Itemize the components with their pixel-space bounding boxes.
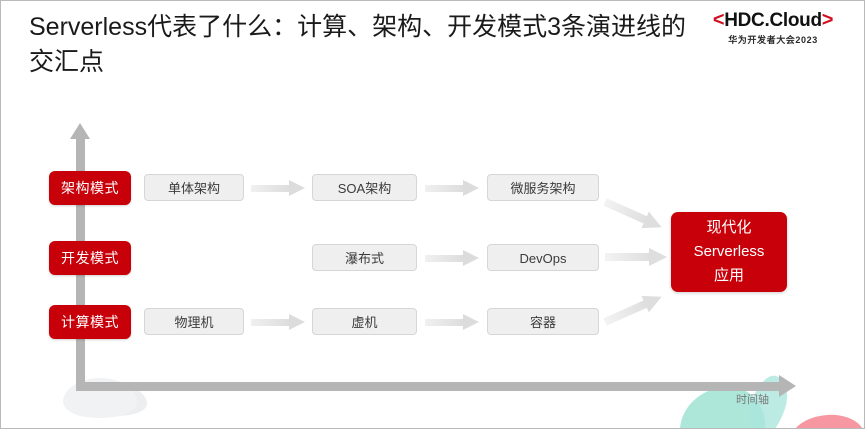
page-title: Serverless代表了什么：计算、架构、开发模式3条演进线的交汇点 bbox=[29, 13, 686, 76]
arrow-shaft bbox=[251, 185, 291, 192]
horizontal-axis-line bbox=[76, 382, 781, 391]
converging-arrow-from-computing bbox=[601, 288, 666, 331]
row-label-computing: 计算模式 bbox=[49, 305, 131, 339]
logo-wordmark: <HDC.Cloud> bbox=[698, 9, 848, 32]
stage-box-microservices[interactable]: 微服务架构 bbox=[487, 174, 599, 201]
arrow-head-icon bbox=[463, 250, 479, 266]
vertical-axis-arrowhead-icon bbox=[70, 123, 90, 139]
flow-arrow-arch-1 bbox=[251, 180, 307, 196]
flow-arrow-compute-2 bbox=[425, 314, 481, 330]
logo-subtitle: 华为开发者大会2023 bbox=[728, 35, 818, 45]
arrow-shaft bbox=[603, 198, 649, 225]
logo-bracket-left-icon: < bbox=[712, 9, 725, 31]
arrow-shaft bbox=[251, 319, 291, 326]
arrow-shaft bbox=[425, 185, 465, 192]
flow-arrow-arch-2 bbox=[425, 180, 481, 196]
converging-arrow-from-development bbox=[605, 248, 667, 266]
arrow-head-icon bbox=[649, 248, 667, 266]
target-box-modern-serverless-app[interactable]: 现代化 Serverless 应用 bbox=[671, 212, 787, 292]
pink-blob-decoration bbox=[788, 412, 864, 428]
horizontal-axis-arrowhead-icon bbox=[779, 375, 796, 397]
stage-box-soa[interactable]: SOA架构 bbox=[312, 174, 417, 201]
stage-box-physical-machine[interactable]: 物理机 bbox=[144, 308, 244, 335]
arrow-head-icon bbox=[463, 180, 479, 196]
logo-bracket-right-icon: > bbox=[821, 9, 834, 31]
stage-box-waterfall[interactable]: 瀑布式 bbox=[312, 244, 417, 271]
flow-arrow-dev-1 bbox=[425, 250, 481, 266]
target-line-2: Serverless bbox=[693, 243, 765, 260]
target-line-1: 现代化 bbox=[706, 219, 752, 236]
arrow-shaft bbox=[605, 253, 651, 261]
hdc-cloud-logo: <HDC.Cloud> 华为开发者大会2023 bbox=[698, 9, 848, 46]
stage-box-devops[interactable]: DevOps bbox=[487, 244, 599, 271]
arrow-shaft bbox=[603, 299, 649, 326]
logo-text: HDC.Cloud bbox=[724, 10, 822, 31]
row-label-development: 开发模式 bbox=[49, 241, 131, 275]
stage-box-virtual-machine[interactable]: 虚机 bbox=[312, 308, 417, 335]
horizontal-axis-label: 时间轴 bbox=[736, 394, 769, 406]
arrow-head-icon bbox=[289, 180, 305, 196]
arrow-head-icon bbox=[463, 314, 479, 330]
target-line-3: 应用 bbox=[713, 267, 744, 284]
arrow-head-icon bbox=[289, 314, 305, 330]
stage-box-container[interactable]: 容器 bbox=[487, 308, 599, 335]
stage-box-monolith[interactable]: 单体架构 bbox=[144, 174, 244, 201]
flow-arrow-compute-1 bbox=[251, 314, 307, 330]
arrow-shaft bbox=[425, 255, 465, 262]
converging-arrow-from-architecture bbox=[601, 194, 666, 236]
arrow-shaft bbox=[425, 319, 465, 326]
row-label-architecture: 架构模式 bbox=[49, 171, 131, 205]
arrow-head-icon bbox=[641, 288, 666, 313]
